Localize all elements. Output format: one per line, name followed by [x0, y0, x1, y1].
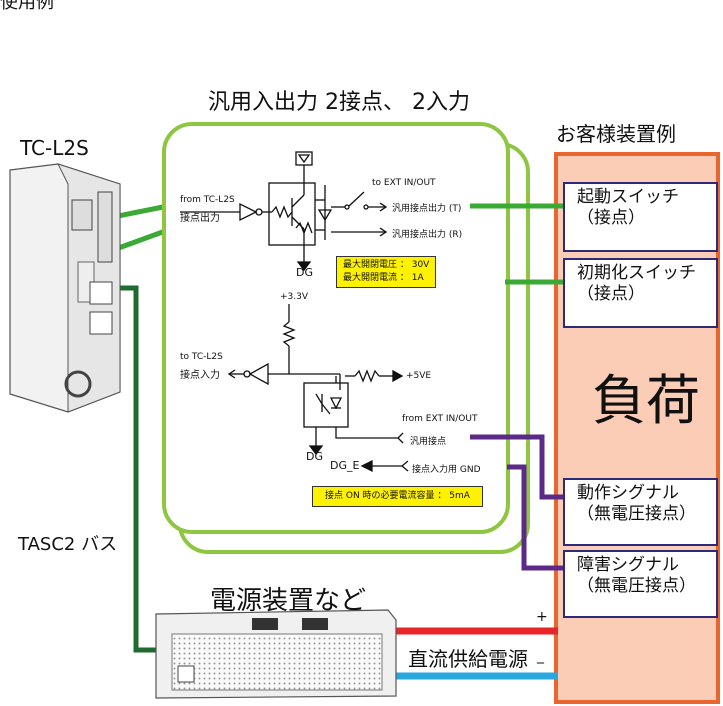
out-r-label: 汎用接点出力 (R) [392, 230, 463, 240]
customer-label: お客様装置例 [556, 122, 676, 146]
bus-wire [113, 285, 158, 653]
gen-contact-label: 汎用接点 [410, 437, 447, 447]
gnd-label: 接点入力用 GND [412, 465, 481, 475]
dg-label-2: DG [306, 450, 323, 463]
note-voltage: 最大開閉電圧 ： 30V [343, 260, 430, 270]
wire-green-2 [112, 227, 169, 253]
dg-label-1: DG [296, 266, 313, 279]
to-tc-label: to TC-L2S [180, 352, 223, 362]
minus-sign: _ [537, 648, 544, 664]
note-current: 最大開閉電流 ： 1A [343, 273, 424, 283]
tc-l2s-device [9, 163, 121, 413]
operation-signal-sub: （無電圧接点） [577, 504, 696, 524]
v33-label: +3.3V [280, 292, 309, 302]
v5-label: +5VE [406, 371, 432, 381]
power-supply-device [155, 609, 397, 699]
fault-signal-title: 障害シグナル [577, 555, 679, 575]
device-label: TC-L2S [20, 136, 89, 160]
wire-signal-2 [507, 464, 563, 571]
from-ext-label: from EXT IN/OUT [402, 414, 478, 424]
init-switch-sub: （接点） [577, 284, 645, 304]
to-ext-label: to EXT IN/OUT [372, 178, 436, 188]
input-current-note: 接点 ON 時の必要電流容量 ： 5mA [312, 486, 483, 507]
switch-rating-note: 最大開閉電圧 ： 30V 最大開閉電流 ： 1A [336, 256, 437, 288]
header-partial: 使用例 [0, 0, 54, 13]
customer-box-operation-signal: 動作シグナル （無電圧接点） [563, 478, 718, 546]
customer-box-fault-signal: 障害シグナル （無電圧接点） [563, 550, 718, 618]
wire-signal-1 [470, 434, 563, 500]
fault-signal-sub: （無電圧接点） [577, 576, 696, 596]
init-switch-title: 初期化スイッチ [577, 263, 696, 283]
start-switch-sub: （接点） [577, 208, 645, 228]
contact-in-label: 接点入力 [180, 370, 220, 381]
customer-box-init-switch: 初期化スイッチ （接点） [563, 258, 718, 328]
plus-sign: + [536, 609, 548, 625]
bus-label: TASC2 バス [18, 534, 118, 555]
customer-box-start-switch: 起動スイッチ （接点） [563, 182, 718, 252]
out-t-label: 汎用接点出力 (T) [392, 204, 462, 214]
wire-green-1 [112, 203, 169, 220]
dge-label: DG_E [330, 459, 360, 472]
operation-signal-title: 動作シグナル [577, 483, 679, 503]
circuit-panel [162, 122, 510, 534]
start-switch-title: 起動スイッチ [577, 187, 679, 207]
contact-out-label: 接点出力 [180, 213, 220, 224]
dc-label: 直流供給電源 [408, 647, 528, 671]
panel-title: 汎用入出力 2接点、 2入力 [208, 90, 470, 115]
load-label: 負荷 [592, 369, 700, 432]
from-tc-label: from TC-L2S [180, 195, 235, 205]
